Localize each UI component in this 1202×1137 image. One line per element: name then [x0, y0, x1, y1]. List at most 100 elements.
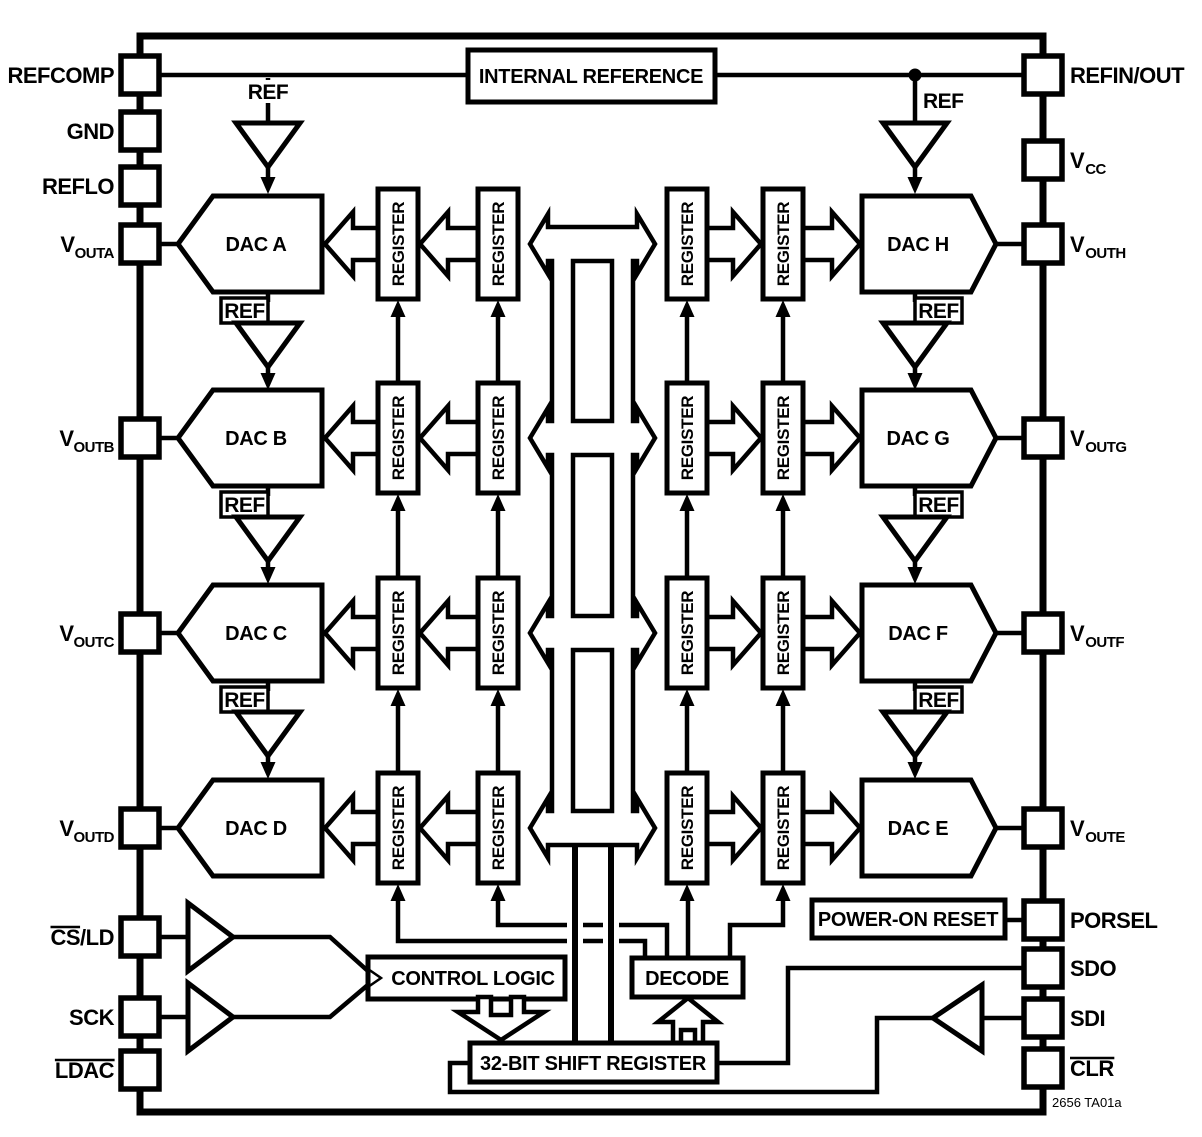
ref-arrowhead [260, 373, 276, 390]
buffer-merge-bottom-edge [233, 982, 371, 1020]
pin-label-porsel: PORSEL [1070, 908, 1158, 933]
pin-left-reflo [118, 164, 162, 208]
pin-label-sub-voutf: OUTF [1085, 634, 1124, 651]
register-label: REGISTER [389, 396, 408, 481]
register-chain-arrowhead [775, 689, 791, 706]
ref-label-box [913, 490, 964, 519]
pin-label-sdo: SDO [1070, 956, 1117, 981]
pin-label-sub-voutg: OUTG [1085, 439, 1126, 456]
clock-input-icon [367, 967, 384, 989]
register-label: REGISTER [678, 786, 697, 871]
pin-label-sub-voute: OUTE [1085, 829, 1125, 846]
pin-left-voutd [118, 806, 162, 850]
pin-right-refin-out [1021, 53, 1065, 97]
arrow-register-to-dac-left [322, 595, 381, 671]
pin-label-voutf: V [1070, 621, 1085, 646]
power-on-reset-box [809, 897, 1008, 941]
ref-buffer-triangle [878, 514, 952, 566]
arrow-register-to-dac-left [322, 206, 381, 282]
pin-right-voute [1021, 806, 1065, 850]
sck-buffer-triangle [185, 977, 238, 1057]
pin-label-sub-vcc: CC [1085, 161, 1106, 178]
pin-label-reflo: REFLO [42, 174, 114, 199]
arrow-register-to-dac-left [322, 790, 381, 866]
register-chain-arrowhead [490, 689, 506, 706]
decode-feed-line-d [727, 898, 786, 958]
decode-feed-arrowhead [490, 884, 506, 901]
ref-arrowhead [907, 762, 923, 779]
ref-label: REF [224, 494, 265, 517]
dac-block-dac-d [174, 777, 325, 879]
pin-left-refcomp [118, 53, 162, 97]
register-box [664, 186, 710, 302]
pin-left-vouta [118, 222, 162, 266]
pin-right-clr [1021, 1046, 1065, 1090]
ref-buffer-triangle [231, 320, 305, 372]
dac-block-dac-g [859, 387, 999, 489]
sdo-path [717, 965, 1024, 1066]
shift-register-label: 32-BIT SHIFT REGISTER [480, 1053, 707, 1075]
pin-right-voutf [1021, 611, 1065, 655]
register-chain-arrowhead [679, 494, 695, 511]
pin-label-ldac: LDAC [55, 1058, 115, 1083]
register-chain-arrowhead [390, 689, 406, 706]
ref-buffer-triangle [878, 320, 952, 372]
decode-box [629, 955, 746, 1000]
pin-label-cs-ld: CS/LD [51, 925, 115, 950]
register-chain-arrowhead [490, 494, 506, 511]
pin-label-refcomp: REFCOMP [8, 63, 115, 88]
register-label: REGISTER [489, 786, 508, 871]
pin-left-sck [118, 995, 162, 1039]
arrow-register-to-dac-left [322, 400, 381, 476]
arrow-register-to-register-right [704, 790, 764, 866]
control-logic-label: CONTROL LOGIC [391, 968, 555, 990]
decode-feed-line-b [495, 898, 670, 958]
chip-border [136, 32, 1047, 1116]
pin-right-porsel [1021, 898, 1065, 942]
pin-label-sdi: SDI [1070, 1006, 1105, 1031]
ref-arrowhead [907, 567, 923, 584]
pin-label-vouta: V [60, 232, 75, 257]
pin-right-voutg [1021, 416, 1065, 460]
pin-label-sub-vouta: OUTA [75, 245, 115, 262]
register-label: REGISTER [489, 202, 508, 287]
register-label: REGISTER [389, 591, 408, 676]
internal-reference-label: INTERNAL REFERENCE [479, 66, 703, 88]
pin-label-gnd: GND [67, 119, 114, 144]
pin-label-clr: CLR [1070, 1056, 1114, 1081]
register-box [375, 575, 421, 691]
dac-label: DAC B [225, 428, 287, 450]
register-chain-arrowhead [490, 300, 506, 317]
pin-label-sub-voutb: OUTB [74, 439, 115, 456]
register-label: REGISTER [774, 786, 793, 871]
pin-left-voutc [118, 611, 162, 655]
register-label: REGISTER [489, 591, 508, 676]
pin-label-voutb: V [59, 426, 74, 451]
ref-label: REF [248, 81, 289, 104]
register-chain-arrowhead [390, 494, 406, 511]
register-box [760, 575, 806, 691]
arrow-register-to-register-left [417, 400, 481, 476]
decode-feed-line-a [395, 898, 648, 958]
ref-label: REF [224, 689, 265, 712]
ref-label: REF [923, 90, 964, 113]
ref-buffer-triangle [231, 120, 305, 172]
ref-buffer-triangle [231, 514, 305, 566]
pin-label-refin-out: REFIN/OUT [1070, 63, 1185, 88]
pin-left-ldac [118, 1048, 162, 1092]
power-on-reset-label: POWER-ON RESET [818, 909, 998, 931]
register-label: REGISTER [389, 786, 408, 871]
register-label: REGISTER [774, 591, 793, 676]
dac-label: DAC D [225, 818, 287, 840]
ref-arrowhead [260, 177, 276, 194]
ref-arrowhead [907, 373, 923, 390]
arrow-register-to-register-right [704, 206, 764, 282]
cs-ld-buffer-triangle [185, 897, 238, 977]
register-box [760, 380, 806, 496]
arrow-register-to-register-right [704, 400, 764, 476]
sdi-path [447, 1015, 1024, 1095]
decode-feed-arrowhead [679, 884, 695, 901]
center-data-bus [527, 205, 658, 867]
pin-label-sck: SCK [69, 1005, 115, 1030]
